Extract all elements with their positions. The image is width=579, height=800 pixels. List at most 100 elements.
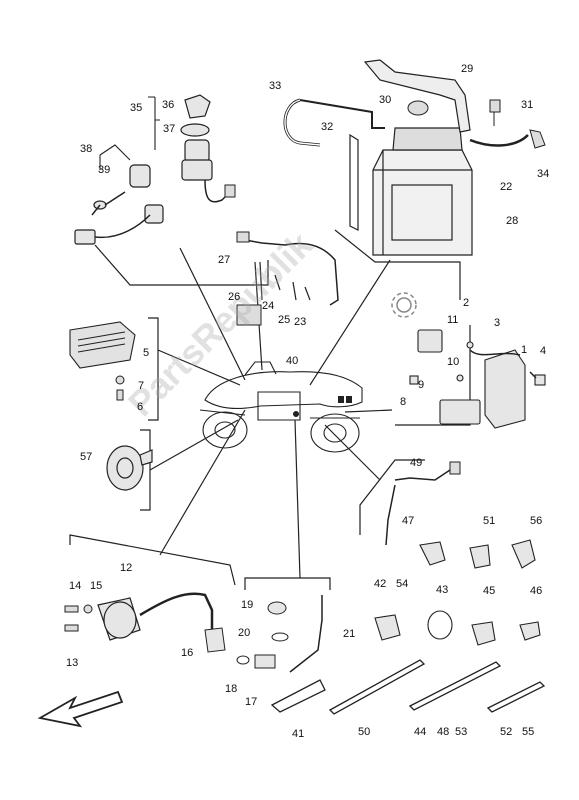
group-bracket-bottom-left — [69, 534, 236, 586]
ignitor-unit — [409, 329, 546, 429]
group-bracket-sensor — [359, 459, 425, 535]
callout-4: 4 — [540, 345, 547, 357]
cable-ties — [270, 659, 546, 715]
callout-24: 24 — [262, 300, 275, 312]
leader-line — [309, 259, 391, 386]
main-switch — [180, 94, 213, 181]
callout-40: 40 — [286, 355, 299, 367]
callout-33: 33 — [269, 80, 282, 92]
callout-48: 48 — [437, 726, 450, 738]
callout-3: 3 — [494, 317, 501, 329]
callout-2: 2 — [463, 297, 470, 309]
callout-50: 50 — [358, 726, 371, 738]
thermo-switch — [236, 601, 289, 669]
group-bracket-top-left — [94, 244, 269, 286]
callout-49: 49 — [410, 457, 423, 469]
callout-18: 18 — [225, 683, 238, 695]
sensor-coupler — [449, 461, 461, 475]
rectifier-regulator — [69, 321, 136, 369]
switch-lead — [204, 179, 231, 203]
washer-bolt — [115, 375, 125, 401]
front-arrow — [37, 690, 124, 728]
callout-21: 21 — [343, 628, 356, 640]
group-bracket-bottom-mid — [244, 577, 331, 590]
clamps — [374, 539, 541, 646]
callout-23: 23 — [294, 316, 307, 328]
callout-46: 46 — [530, 585, 543, 597]
relay-26 — [236, 304, 262, 326]
callout-22: 22 — [500, 181, 513, 193]
unit-wires — [469, 349, 537, 379]
callout-34: 34 — [537, 168, 550, 180]
callout-26: 26 — [228, 291, 241, 303]
callout-44: 44 — [414, 726, 427, 738]
callout-42: 42 — [374, 578, 387, 590]
small-parts — [259, 261, 311, 301]
battery-bracket — [363, 59, 471, 133]
callout-31: 31 — [521, 99, 534, 111]
sensor-lead — [385, 469, 451, 546]
plug-cap — [204, 627, 226, 653]
lead-21 — [289, 595, 323, 673]
callout-57: 57 — [80, 451, 93, 463]
battery-cable-end — [299, 99, 385, 129]
callout-7: 7 — [138, 380, 145, 392]
minus-lead — [469, 134, 529, 147]
atv-markers — [293, 396, 352, 417]
callout-41: 41 — [292, 728, 305, 740]
battery — [372, 127, 473, 256]
callout-51: 51 — [483, 515, 496, 527]
callout-20: 20 — [238, 627, 251, 639]
callout-28: 28 — [506, 215, 519, 227]
callout-45: 45 — [483, 585, 496, 597]
coupler-27 — [236, 231, 250, 243]
plug-lead — [139, 592, 214, 645]
leader-line — [344, 409, 393, 413]
leader-line — [157, 349, 241, 386]
bolt — [489, 99, 501, 126]
callout-36: 36 — [162, 99, 175, 111]
callout-19: 19 — [241, 599, 254, 611]
callout-53: 53 — [455, 726, 468, 738]
callout-35: 35 — [130, 102, 143, 114]
callout-5: 5 — [143, 347, 150, 359]
callout-47: 47 — [402, 515, 415, 527]
terminal-cover — [529, 129, 546, 149]
atv-sketch — [199, 361, 363, 453]
callout-55: 55 — [522, 726, 535, 738]
callout-43: 43 — [436, 584, 449, 596]
callout-8: 8 — [400, 396, 407, 408]
callout-25: 25 — [278, 314, 291, 326]
group-bracket-left-mid — [148, 317, 159, 421]
callout-52: 52 — [500, 726, 513, 738]
callout-16: 16 — [181, 647, 194, 659]
callout-1: 1 — [521, 344, 528, 356]
bracket-35 — [148, 96, 160, 150]
callout-11: 11 — [447, 314, 459, 326]
callout-6: 6 — [137, 401, 144, 413]
callout-15: 15 — [90, 580, 103, 592]
leader-line — [294, 419, 301, 579]
switch-coupler — [224, 184, 236, 198]
group-bracket-right-top — [334, 229, 461, 300]
leader-line — [179, 247, 246, 381]
callout-10: 10 — [447, 356, 460, 368]
callout-54: 54 — [396, 578, 409, 590]
callout-39: 39 — [98, 164, 111, 176]
callout-27: 27 — [218, 254, 231, 266]
switch-wires — [91, 191, 151, 239]
callout-9: 9 — [418, 379, 425, 391]
coil-bolts — [64, 604, 93, 632]
battery-band — [349, 133, 359, 231]
callout-14: 14 — [69, 580, 82, 592]
callout-56: 56 — [530, 515, 543, 527]
callout-12: 12 — [120, 562, 133, 574]
callout-38: 38 — [80, 143, 93, 155]
callout-30: 30 — [379, 94, 392, 106]
callout-17: 17 — [245, 696, 258, 708]
leader-line — [159, 409, 246, 556]
light-switch — [74, 164, 164, 245]
gear-symbol — [391, 292, 417, 318]
